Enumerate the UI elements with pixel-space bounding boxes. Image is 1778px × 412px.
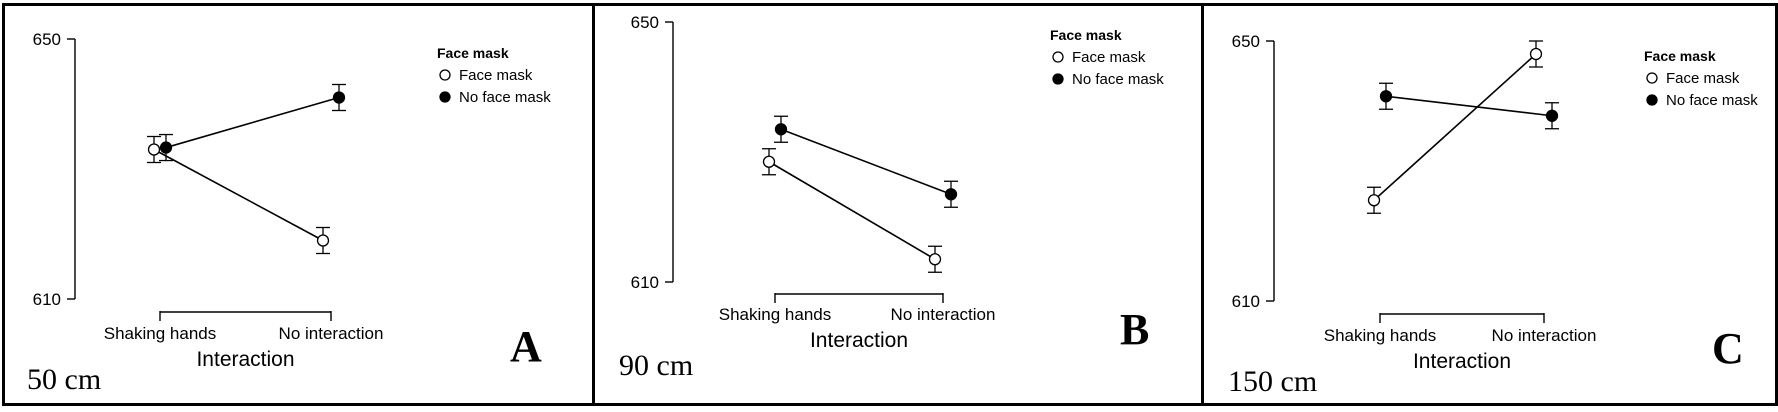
legend-marker-no-face-mask bbox=[439, 91, 451, 103]
panel-letter: A bbox=[510, 322, 542, 371]
distance-label: 150 cm bbox=[1228, 365, 1317, 398]
legend-label: Face mask bbox=[1666, 70, 1740, 87]
legend-marker-no-face-mask bbox=[1646, 94, 1658, 106]
legend-marker-no-face-mask bbox=[1052, 73, 1064, 85]
x-tick-label: Shaking hands bbox=[104, 324, 216, 343]
y-tick-label: 650 bbox=[33, 30, 61, 49]
legend-label: No face mask bbox=[459, 89, 551, 106]
legend-label: Face mask bbox=[1072, 49, 1146, 66]
panel-letter: B bbox=[1120, 305, 1149, 354]
series-line-no-face-mask bbox=[165, 96, 340, 149]
series-line-face-mask bbox=[768, 161, 936, 260]
x-tick-label: No interaction bbox=[891, 305, 996, 324]
y-tick-label: 650 bbox=[1232, 32, 1260, 51]
legend-marker-face-mask bbox=[1646, 72, 1658, 84]
legend-title: Face mask bbox=[1050, 27, 1122, 43]
legend-label: No face mask bbox=[1072, 71, 1164, 88]
legend-title: Face mask bbox=[437, 45, 509, 61]
distance-label: 90 cm bbox=[619, 349, 693, 382]
legend-marker-face-mask bbox=[439, 69, 451, 81]
x-tick-label: No interaction bbox=[279, 324, 384, 343]
data-point-no-face-mask bbox=[1379, 90, 1393, 103]
data-point-face-mask bbox=[928, 253, 942, 266]
y-tick-label: 610 bbox=[1232, 292, 1260, 311]
series-line-face-mask bbox=[1373, 53, 1537, 201]
x-axis-title: Interaction bbox=[810, 329, 908, 352]
data-point-face-mask bbox=[1367, 194, 1381, 207]
data-point-face-mask bbox=[316, 234, 330, 247]
legend-label: Face mask bbox=[459, 67, 533, 84]
data-point-no-face-mask bbox=[332, 91, 346, 104]
x-tick-label: No interaction bbox=[1492, 326, 1597, 345]
x-axis-title: Interaction bbox=[196, 348, 294, 371]
data-point-face-mask bbox=[147, 143, 161, 156]
legend-label: No face mask bbox=[1666, 92, 1758, 109]
y-tick-label: 610 bbox=[631, 273, 659, 292]
distance-label: 50 cm bbox=[27, 363, 101, 396]
data-point-face-mask bbox=[762, 155, 776, 168]
x-axis-title: Interaction bbox=[1413, 350, 1511, 373]
data-point-no-face-mask bbox=[944, 188, 958, 201]
series-line-face-mask bbox=[153, 148, 324, 242]
y-tick-label: 650 bbox=[631, 13, 659, 32]
y-tick-label: 610 bbox=[33, 290, 61, 309]
x-tick-label: Shaking hands bbox=[719, 305, 831, 324]
data-point-face-mask bbox=[1529, 47, 1543, 61]
legend-title: Face mask bbox=[1644, 48, 1716, 64]
data-point-no-face-mask bbox=[1545, 109, 1559, 122]
data-point-no-face-mask bbox=[159, 141, 173, 154]
data-point-no-face-mask bbox=[774, 123, 788, 136]
legend-marker-face-mask bbox=[1052, 51, 1064, 63]
series-line-no-face-mask bbox=[780, 128, 952, 195]
x-tick-label: Shaking hands bbox=[1324, 326, 1436, 345]
series-line-no-face-mask bbox=[1385, 95, 1553, 117]
panel-letter: C bbox=[1712, 324, 1744, 373]
